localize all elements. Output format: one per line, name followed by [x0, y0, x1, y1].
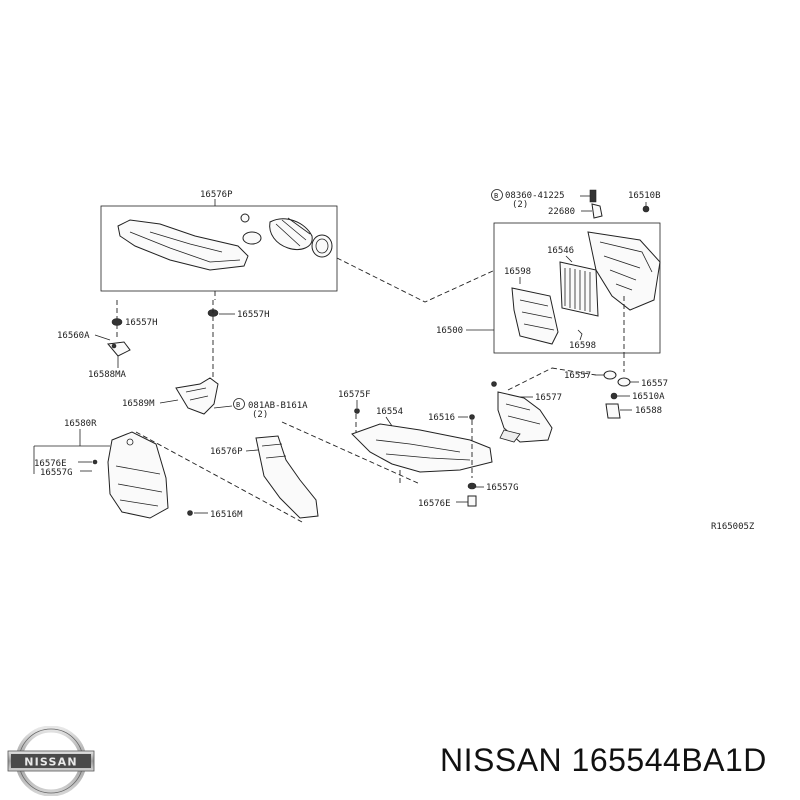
grommet-part: [603, 370, 617, 380]
svg-text:B: B: [494, 192, 498, 200]
air-cleaner-cover-part: [587, 231, 661, 311]
label-16589M: 16589M: [122, 399, 155, 409]
label-081AB-B161A: 081AB-B161A: [248, 401, 308, 411]
label-22680: 22680: [548, 207, 575, 217]
label-16516: 16516: [428, 413, 455, 423]
label-08360-qty: (2): [512, 200, 528, 210]
resonator-part: [107, 431, 169, 519]
connection-line: [336, 257, 496, 303]
svg-text:NISSAN: NISSAN: [24, 756, 78, 769]
label-16588: 16588: [635, 406, 662, 416]
air-cleaner-group: B 08360-41225 (2) 16510B 22680 16546 165…: [436, 189, 661, 354]
filter-element-part: [559, 261, 599, 317]
lower-duct-group: 16576P: [210, 421, 421, 519]
air-cleaner-case-part: [511, 287, 559, 345]
nissan-logo: NISSAN: [7, 726, 95, 796]
right-fasteners-group: 16557 16557 16510A 16588: [564, 353, 668, 419]
label-16557G-a: 16557G: [40, 468, 73, 478]
label-16510B: 16510B: [628, 191, 661, 201]
air-duct-box: [100, 205, 338, 292]
label-16588MA: 16588MA: [88, 370, 127, 380]
label-16598-a: 16598: [504, 267, 531, 277]
label-081AB-qty: (2): [252, 410, 268, 420]
label-16557-b: 16557: [641, 379, 668, 389]
lower-duct-part: [255, 435, 319, 519]
label-16557-a: 16557: [564, 371, 591, 381]
bolt-marker-icon: [491, 189, 503, 201]
label-16554: 16554: [376, 407, 403, 417]
intake-hose-part: [269, 218, 313, 250]
part-number-caption: NISSAN 165544BA1D: [440, 742, 767, 778]
label-16557H-b: 16557H: [237, 310, 270, 320]
clamp-part: [242, 231, 262, 245]
diagram-ref-code: R165005Z: [711, 522, 755, 532]
air-cleaner-box: [493, 222, 661, 354]
bracket-16589M-part: [175, 377, 219, 415]
duct-16577-group: 16577: [491, 367, 597, 443]
left-clips-group: 16557H 16557H 16560A 16588MA 16589M B 08…: [57, 300, 308, 420]
air-duct-part: [117, 219, 249, 271]
label-16546: 16546: [547, 246, 574, 256]
svg-text:B: B: [236, 401, 240, 409]
gasket-ring-part: [311, 234, 333, 258]
label-16576P-b: 16576P: [210, 447, 243, 457]
bolt-marker-icon-2: [233, 398, 245, 410]
mount-bracket-part: [605, 403, 621, 419]
label-16500: 16500: [436, 326, 463, 336]
label-16576P: 16576P: [200, 190, 233, 200]
label-16598-b: 16598: [569, 341, 596, 351]
label-16576E-b: 16576E: [418, 499, 451, 509]
label-16557H-a: 16557H: [125, 318, 158, 328]
air-duct-group: 16576P: [100, 190, 338, 300]
label-16577: 16577: [535, 393, 562, 403]
label-16575F: 16575F: [338, 390, 371, 400]
resonator-group: 16580R 16576E 16557G 16516M: [33, 419, 303, 523]
cover-group: 16575F 16554 16516 16557G 16576E: [338, 390, 519, 509]
clip-part: [107, 341, 131, 357]
label-16560A: 16560A: [57, 331, 90, 341]
label-16580R: 16580R: [64, 419, 97, 429]
cover-16554-part: [351, 423, 493, 473]
duct-16577-part: [497, 391, 553, 443]
label-16576E-a: 16576E: [34, 459, 67, 469]
label-08360-41225: 08360-41225: [505, 191, 565, 201]
label-16510A: 16510A: [632, 392, 665, 402]
label-16557G-b: 16557G: [486, 483, 519, 493]
label-16516M: 16516M: [210, 510, 243, 520]
